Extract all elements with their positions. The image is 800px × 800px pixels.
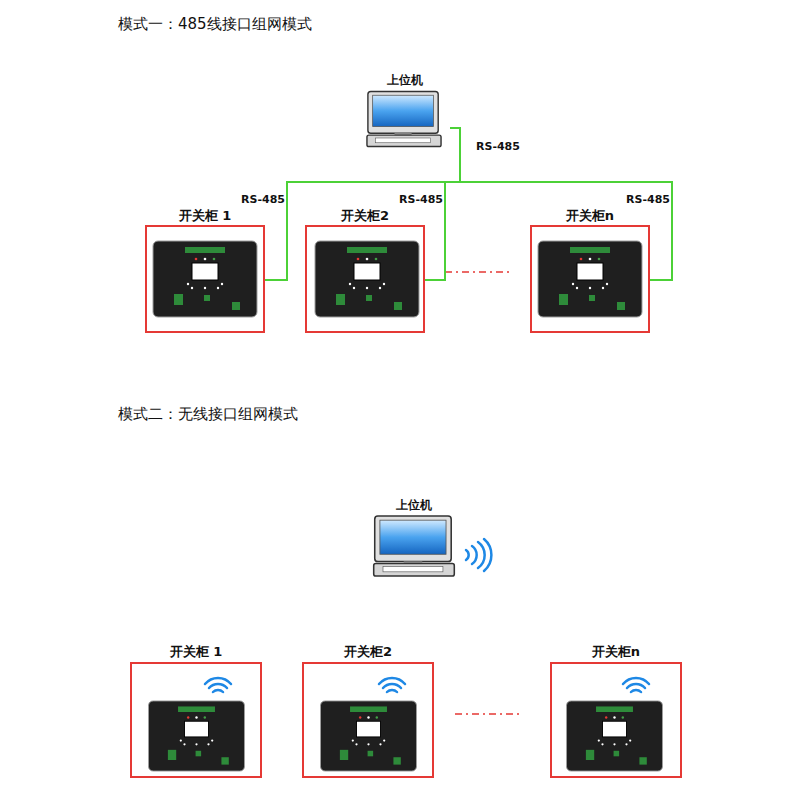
switch-cabinet: 开关柜2 (302, 662, 434, 778)
section-heading: 模式二：无线接口组网模式 (118, 405, 298, 424)
wifi-arc (387, 690, 397, 692)
host-computer: 上位机 (366, 497, 462, 579)
node-label: 上位机 (346, 497, 482, 514)
computer-icon (367, 91, 441, 146)
wifi-arc (209, 684, 227, 688)
wifi-arc (379, 678, 405, 684)
continuation-marks (445, 272, 522, 714)
protection-device (149, 701, 245, 771)
protection-device (321, 701, 417, 771)
wifi-arc (205, 678, 231, 684)
node-label: 开关柜2 (284, 643, 452, 661)
node-label: 开关柜 1 (127, 207, 283, 225)
wifi-arc (623, 678, 649, 684)
rs485-bus-line (450, 128, 672, 280)
signal-label: RS-485 (476, 140, 520, 153)
cabinet-devices (149, 241, 663, 771)
wifi-arc (627, 684, 645, 688)
protection-device (567, 701, 663, 771)
dash-dot-line (455, 713, 522, 715)
node-label: 开关柜n (512, 207, 668, 225)
signal-label: RS-485 (373, 193, 443, 206)
switch-cabinet: 开关柜n (550, 662, 682, 778)
switch-cabinet: 开关柜 1 (145, 225, 265, 333)
wifi-arc (472, 546, 477, 564)
node-label: 开关柜 1 (112, 643, 280, 661)
computer-icon (374, 516, 455, 576)
wireless-signals (205, 539, 649, 692)
section-heading: 模式一：485线接口组网模式 (118, 15, 312, 34)
rs485-bus-line (265, 128, 460, 280)
switch-cabinet: 开关柜n (530, 225, 650, 333)
protection-device (315, 241, 419, 317)
node-label: 开关柜n (532, 643, 700, 661)
node-label: 上位机 (340, 72, 470, 89)
protection-device (538, 241, 642, 317)
wifi-arc (213, 690, 223, 692)
host-computer: 上位机 (360, 72, 450, 152)
dash-dot-line (445, 271, 512, 273)
wifi-icon (205, 678, 231, 692)
signal-label: RS-485 (215, 193, 285, 206)
wifi-arc (484, 539, 491, 571)
wifi-arc (383, 684, 401, 688)
wifi-arc (478, 542, 485, 568)
wifi-arc (631, 690, 641, 692)
protection-device (153, 241, 257, 317)
node-label: 开关柜2 (287, 207, 443, 225)
signal-label: RS-485 (600, 193, 670, 206)
wifi-icon (623, 678, 649, 692)
switch-cabinet: 开关柜2 (305, 225, 425, 333)
wifi-arc (466, 550, 469, 560)
switch-cabinet: 开关柜 1 (130, 662, 262, 778)
wifi-icon (379, 678, 405, 692)
